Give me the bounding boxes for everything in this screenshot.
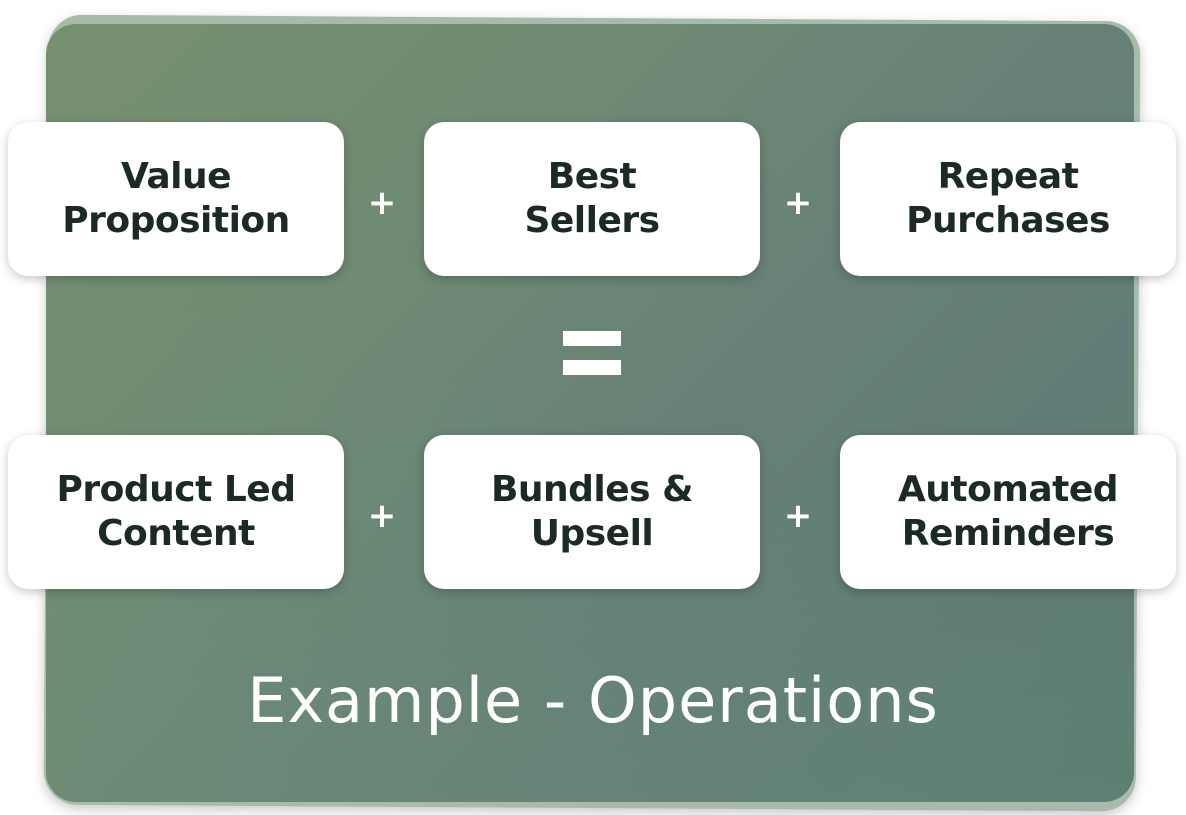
card-best-sellers: Best Sellers bbox=[424, 122, 760, 276]
card-label: Bundles & Upsell bbox=[490, 469, 694, 554]
card-automated-reminders: Automated Reminders bbox=[840, 435, 1176, 589]
card-repeat-purchases: Repeat Purchases bbox=[840, 122, 1176, 276]
equals-bar-top bbox=[563, 331, 621, 346]
card-bundles-upsell: Bundles & Upsell bbox=[424, 435, 760, 589]
card-product-led-content: Product Led Content bbox=[8, 435, 344, 589]
plus-icon: + bbox=[367, 496, 397, 536]
plus-icon: + bbox=[367, 183, 397, 223]
card-label: Automated Reminders bbox=[897, 469, 1119, 554]
card-label: Repeat Purchases bbox=[906, 156, 1110, 241]
plus-icon: + bbox=[783, 496, 813, 536]
card-label: Best Sellers bbox=[524, 156, 660, 241]
card-label: Value Proposition bbox=[62, 156, 290, 241]
footer-title: Example - Operations bbox=[247, 664, 939, 737]
card-label: Product Led Content bbox=[56, 469, 296, 554]
plus-icon: + bbox=[783, 183, 813, 223]
card-value-proposition: Value Proposition bbox=[8, 122, 344, 276]
equals-bar-bottom bbox=[563, 360, 621, 375]
equals-icon bbox=[563, 331, 621, 375]
